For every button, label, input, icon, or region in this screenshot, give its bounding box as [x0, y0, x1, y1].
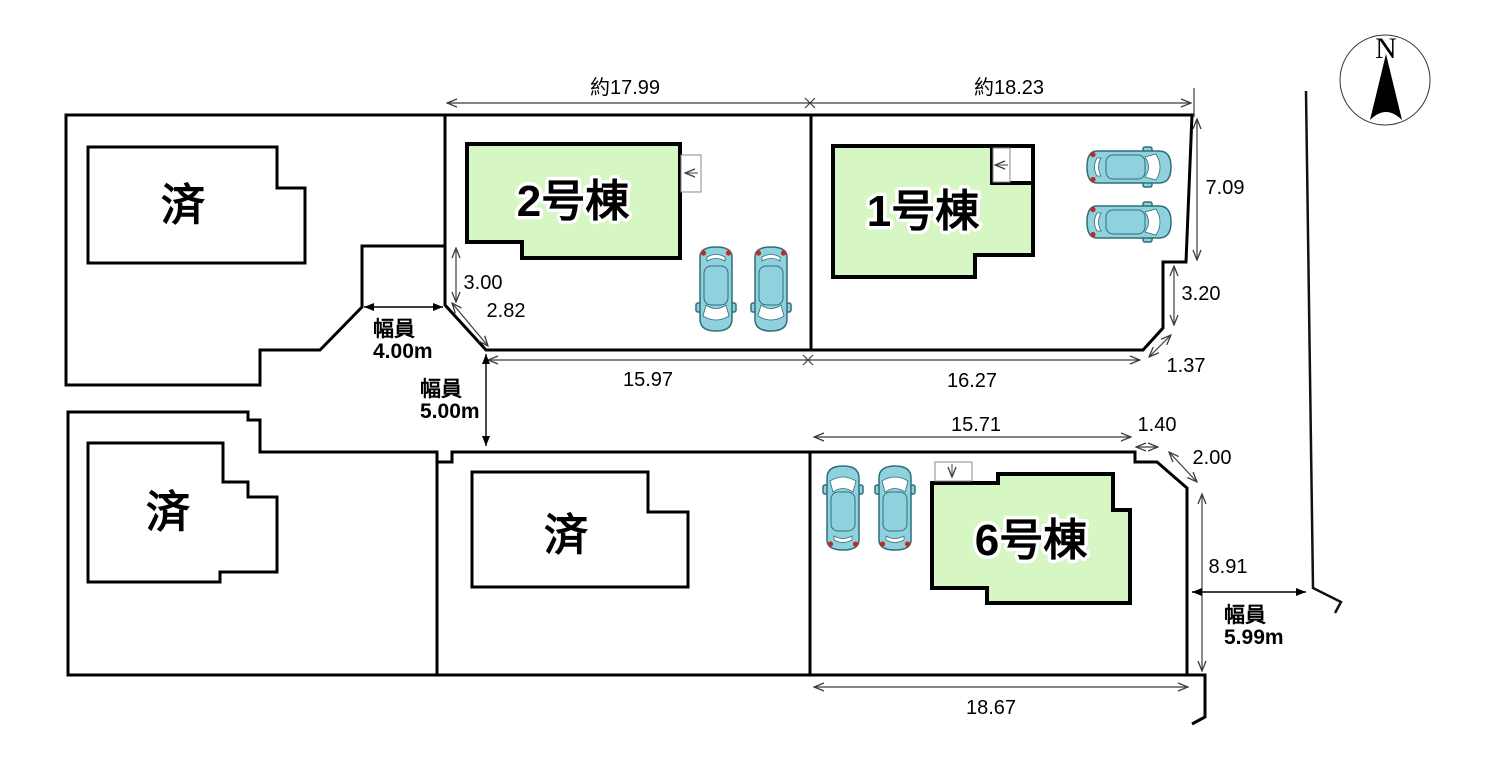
- building-unit6: [930, 472, 1132, 605]
- dim-east-corner-cut: 1.37: [1167, 355, 1206, 377]
- building-sold-southwest-label: 済: [146, 488, 191, 537]
- dim-mid-width-left: 15.97: [623, 369, 673, 391]
- east-road-edge: [1304, 90, 1343, 614]
- road-east-width: 5.99m: [1224, 626, 1284, 649]
- car-icon: [874, 465, 916, 551]
- building-unit2-label: 2号棟: [517, 177, 630, 226]
- buildings: 済 済 済 2号棟 1号棟 6号棟: [86, 142, 1132, 605]
- dim-lower-top-step: 1.40: [1138, 414, 1177, 436]
- dimensions: 約17.99 約18.23 15.97 16.27 7.09 3.20 1.37…: [447, 76, 1247, 719]
- car-icon: [1086, 201, 1172, 243]
- car-icon: [822, 465, 864, 551]
- dim-line-stub-corner-cut: [452, 303, 488, 346]
- dim-lower-corner-cut: 2.00: [1193, 447, 1232, 469]
- dim-top-width-right: 約18.23: [974, 76, 1044, 99]
- dim-stub-corner-cut: 2.82: [487, 300, 526, 322]
- building-sold-northwest: [86, 145, 307, 265]
- lot-corner-jog-southeast: [1187, 673, 1207, 726]
- dim-line-east-corner-cut: [1149, 335, 1171, 357]
- road-widths: 幅員 4.00m 幅員 5.00m 幅員 5.99m: [364, 303, 1306, 649]
- building-unit2: [465, 142, 682, 260]
- road-north-stub-label: 幅員: [373, 318, 415, 341]
- dim-lower-east-depth: 8.91: [1209, 556, 1248, 578]
- compass-needle-icon: [1370, 54, 1402, 120]
- compass: N: [1339, 32, 1431, 126]
- dim-mid-width-right: 16.27: [947, 370, 997, 392]
- dim-cross-mid: [802, 354, 814, 366]
- compass-circle: [1339, 34, 1431, 126]
- compass-north-label: N: [1375, 32, 1397, 65]
- road-east-label: 幅員: [1224, 604, 1266, 627]
- road-north-stub-width: 4.00m: [373, 340, 433, 363]
- road-central-label: 幅員: [420, 378, 462, 401]
- dim-east-step: 3.20: [1182, 283, 1221, 305]
- building-sold-southwest: [86, 441, 279, 584]
- road-lines: [1304, 90, 1343, 614]
- dim-lower-top-width: 15.71: [951, 414, 1001, 436]
- unit6-entry-porch: [934, 461, 973, 482]
- dim-east-upper: 7.09: [1206, 177, 1245, 199]
- dim-bottom-width: 18.67: [966, 697, 1016, 719]
- building-unit1-label: 1号棟: [867, 187, 980, 236]
- dim-cross-top: [804, 97, 816, 109]
- building-unit6-label: 6号棟: [975, 516, 1088, 565]
- car-icon: [750, 246, 792, 332]
- dim-stub-depth: 3.00: [464, 272, 503, 294]
- building-sold-southmiddle-label: 済: [544, 511, 589, 560]
- road-central-width: 5.00m: [420, 400, 480, 423]
- dim-line-lower-corner-cut: [1169, 452, 1197, 482]
- car-icon: [695, 246, 737, 332]
- dim-top-width-left: 約17.99: [590, 76, 660, 99]
- building-sold-southmiddle: [470, 470, 690, 589]
- building-sold-northwest-label: 済: [161, 181, 206, 230]
- car-icon: [1086, 146, 1172, 188]
